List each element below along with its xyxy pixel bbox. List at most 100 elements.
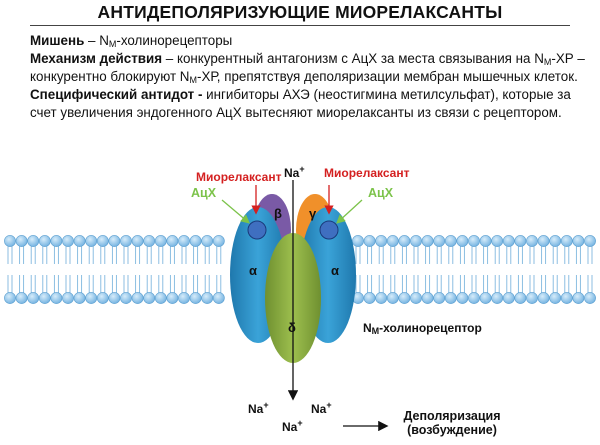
target-label: Мишень bbox=[30, 33, 85, 48]
ach-arrow-right bbox=[336, 199, 363, 224]
lipid-head bbox=[201, 235, 214, 247]
lipid-head bbox=[514, 235, 527, 247]
mechanism-text-2: -ХР – конкурентно блокируют N bbox=[30, 51, 585, 84]
lipid-head bbox=[433, 235, 446, 247]
ion-label-top: Na+ bbox=[284, 164, 305, 181]
relaxant-label-right: Миорелаксант bbox=[324, 166, 410, 180]
lipid-head bbox=[549, 292, 562, 304]
alpha-label-right: α bbox=[331, 263, 339, 278]
lipid-head bbox=[479, 235, 492, 247]
lipid-head bbox=[572, 235, 585, 247]
lipid-head bbox=[15, 292, 28, 304]
lipid-head bbox=[4, 292, 16, 304]
lipid-head bbox=[4, 235, 16, 247]
lipid-head bbox=[386, 292, 399, 304]
alpha-label-left: α bbox=[249, 263, 257, 278]
lipid-head bbox=[410, 235, 422, 247]
lipid-head bbox=[363, 292, 376, 304]
lipid-head bbox=[398, 292, 411, 304]
lipid-head bbox=[120, 235, 132, 247]
lipid-head bbox=[560, 292, 573, 304]
ion-label-bottom-left: Na+ bbox=[248, 400, 269, 417]
lipid-head bbox=[549, 235, 562, 247]
lipid-head bbox=[201, 292, 214, 304]
ach-label-left: АцХ bbox=[191, 186, 217, 200]
lipid-head bbox=[526, 235, 538, 247]
ion-label-bottom: Na+ bbox=[282, 418, 303, 435]
lipid-head bbox=[96, 235, 109, 247]
nm-cholinoreceptor bbox=[230, 194, 356, 363]
ion-label-bottom-right: Na+ bbox=[311, 400, 332, 417]
target-paragraph: Мишень – NМ-холинорецепторы bbox=[30, 32, 595, 49]
lipid-head bbox=[73, 235, 86, 247]
lipid-head bbox=[375, 292, 388, 304]
lipid-head bbox=[537, 292, 550, 304]
lipid-head bbox=[189, 292, 202, 304]
page-title: АНТИДЕПОЛЯРИЗУЮЩИЕ МИОРЕЛАКСАНТЫ bbox=[97, 2, 503, 22]
lipid-head bbox=[433, 292, 446, 304]
ach-label-right: АцХ bbox=[368, 186, 394, 200]
lipid-head bbox=[189, 235, 202, 247]
target-text-pre: – N bbox=[84, 33, 109, 48]
lipid-head bbox=[62, 235, 74, 247]
lipid-head bbox=[456, 292, 469, 304]
lipid-head bbox=[363, 235, 376, 247]
lipid-head bbox=[50, 292, 63, 304]
lipid-head bbox=[456, 235, 469, 247]
beta-label: β bbox=[274, 206, 282, 221]
lipid-head bbox=[444, 235, 457, 247]
lipid-head bbox=[131, 292, 144, 304]
lipid-head bbox=[572, 292, 585, 304]
lipid-head bbox=[166, 292, 179, 304]
description-text: Мишень – NМ-холинорецепторы Механизм дей… bbox=[30, 32, 595, 122]
lipid-head bbox=[178, 292, 190, 304]
lipid-head bbox=[143, 292, 156, 304]
antidote-label: Специфический антидот - bbox=[30, 87, 203, 103]
lipid-head bbox=[85, 292, 98, 304]
lipid-head bbox=[468, 235, 480, 247]
lipid-head bbox=[352, 235, 364, 247]
lipid-head bbox=[143, 235, 156, 247]
lipid-head bbox=[386, 235, 399, 247]
lipid-head bbox=[491, 292, 504, 304]
receptor-label: NМ-холинорецептор bbox=[363, 321, 482, 336]
mechanism-text-1: – конкурентный антагонизм с АцХ за места… bbox=[162, 51, 544, 67]
depolarization-line-2: (возбуждение) bbox=[407, 423, 497, 437]
relaxant-label-left: Миорелаксант bbox=[196, 170, 282, 184]
lipid-head bbox=[27, 292, 40, 304]
lipid-head bbox=[468, 292, 480, 304]
target-sub: М bbox=[108, 39, 117, 49]
lipid-head bbox=[178, 235, 190, 247]
antidote-text: ингибиторы АХЭ (неостигмина метилсульфат… bbox=[30, 87, 571, 120]
lipid-head bbox=[85, 235, 98, 247]
lipid-head bbox=[526, 292, 538, 304]
depolarization-label: Деполяризация (возбуждение) bbox=[392, 409, 512, 437]
mechanism-text-3: -ХР, препятствуя деполяризации мембран м… bbox=[196, 68, 578, 84]
lipid-head bbox=[491, 235, 504, 247]
lipid-head bbox=[479, 292, 492, 304]
mechanism-label: Механизм действия bbox=[30, 51, 163, 67]
lipid-head bbox=[120, 292, 132, 304]
lipid-head bbox=[50, 235, 63, 247]
lipid-head bbox=[15, 235, 28, 247]
lipid-head bbox=[108, 235, 121, 247]
lipid-head bbox=[560, 235, 573, 247]
lipid-head bbox=[166, 235, 179, 247]
lipid-head bbox=[421, 292, 434, 304]
lipid-head bbox=[27, 235, 40, 247]
lipid-head bbox=[584, 292, 596, 304]
lipid-head bbox=[502, 235, 515, 247]
lipid-head bbox=[514, 292, 527, 304]
lipid-head bbox=[38, 292, 51, 304]
lipid-head bbox=[131, 235, 144, 247]
antidote-paragraph: Специфический антидот - ингибиторы АХЭ (… bbox=[30, 86, 595, 121]
cell-membrane bbox=[4, 235, 596, 304]
mechanism-paragraph: Механизм действия – конкурентный антагон… bbox=[30, 50, 595, 85]
binding-site-left bbox=[247, 220, 267, 240]
lipid-head bbox=[108, 292, 121, 304]
lipid-head bbox=[444, 292, 457, 304]
lipid-head bbox=[73, 292, 86, 304]
lipid-head bbox=[398, 235, 411, 247]
mechanism-sub-1: М bbox=[543, 57, 552, 68]
title-underline bbox=[30, 25, 570, 26]
